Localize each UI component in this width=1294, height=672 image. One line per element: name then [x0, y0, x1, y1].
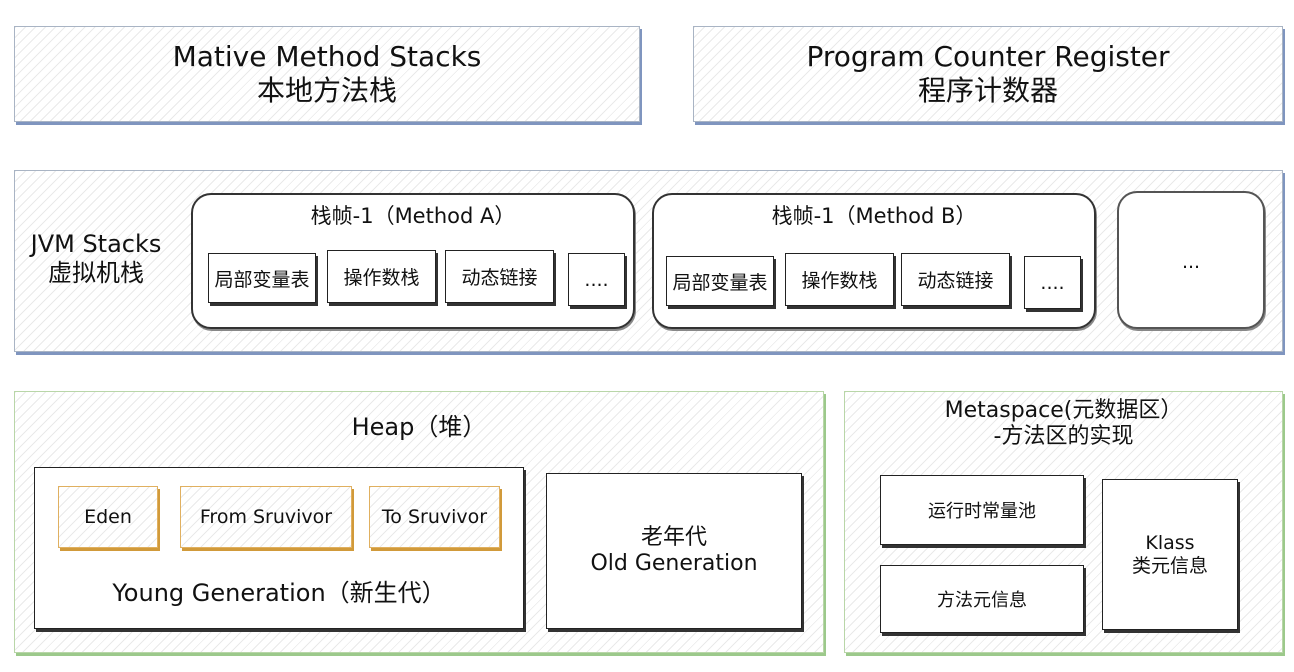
- from-survivor-box: From Sruvivor: [180, 486, 352, 548]
- eden-box: Eden: [58, 486, 158, 548]
- old-generation-label-cn: 老年代: [640, 524, 707, 550]
- metaspace-title-line1: Metaspace(元数据区）: [944, 398, 1183, 423]
- frame-a-local-variables: 局部变量表: [208, 253, 316, 303]
- method-metadata-box: 方法元信息: [880, 565, 1084, 633]
- frame-a-more-cell: ....: [568, 253, 625, 306]
- runtime-constant-pool-box: 运行时常量池: [880, 475, 1084, 545]
- young-generation-label: Young Generation（新生代）: [112, 579, 446, 607]
- more-frames-ellipsis: ...: [1181, 251, 1201, 273]
- frame-b-more-cell: ....: [1024, 256, 1081, 309]
- frame-a-operand-stack: 操作数栈: [327, 250, 436, 303]
- stack-frame-b-title: 栈帧-1（Method B）: [771, 204, 977, 228]
- old-generation-label-en: Old Generation: [590, 551, 758, 576]
- frame-b-local-variables: 局部变量表: [666, 256, 774, 306]
- klass-label-en: Klass: [1145, 531, 1195, 554]
- stack-frame-a-title: 栈帧-1（Method A）: [310, 204, 516, 228]
- more-frames-box: ...: [1117, 191, 1265, 329]
- jvm-stacks-label: JVM Stacks 虚拟机栈: [20, 230, 172, 288]
- frame-b-operand-stack: 操作数栈: [785, 253, 894, 306]
- program-counter-register-box: Program Counter Register 程序计数器: [693, 26, 1283, 122]
- native-stacks-title-cn: 本地方法栈: [256, 74, 397, 107]
- jvm-stacks-label-en: JVM Stacks: [30, 230, 162, 258]
- to-survivor-box: To Sruvivor: [369, 486, 500, 548]
- frame-b-dynamic-linking: 动态链接: [901, 253, 1010, 306]
- frame-a-dynamic-linking: 动态链接: [445, 250, 554, 303]
- metaspace-title-line2: -方法区的实现: [993, 424, 1134, 450]
- heap-title: Heap（堆）: [351, 413, 487, 441]
- jvm-stacks-label-cn: 虚拟机栈: [48, 258, 144, 287]
- old-generation-box: 老年代 Old Generation: [546, 473, 802, 629]
- klass-label-cn: 类元信息: [1131, 554, 1208, 577]
- native-method-stacks-box: Mative Method Stacks 本地方法栈: [14, 26, 640, 122]
- pc-register-title-en: Program Counter Register: [806, 40, 1170, 74]
- metaspace-title: Metaspace(元数据区） -方法区的实现: [844, 398, 1283, 451]
- pc-register-title-cn: 程序计数器: [917, 74, 1058, 107]
- native-stacks-title-en: Mative Method Stacks: [172, 40, 482, 74]
- klass-box: Klass 类元信息: [1102, 479, 1238, 630]
